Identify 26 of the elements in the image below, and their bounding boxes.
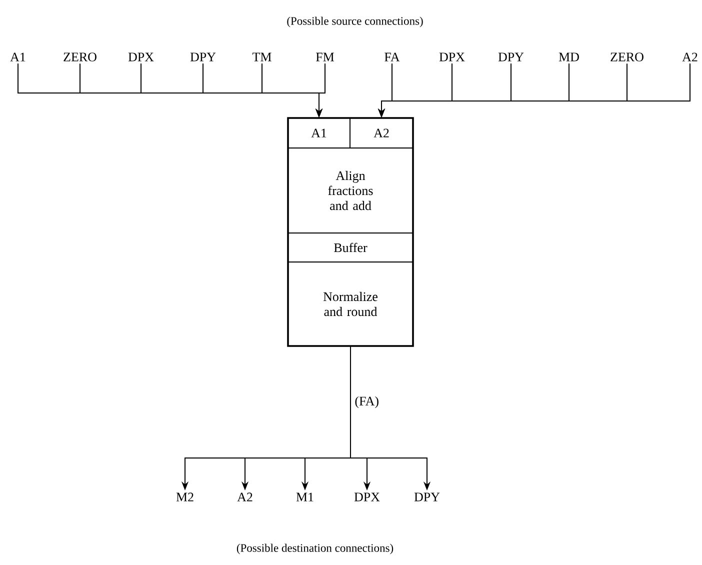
- source-label: MD: [558, 52, 579, 62]
- destination-label: M1: [296, 492, 314, 502]
- source-label: DPY: [190, 52, 216, 62]
- source-label: ZERO: [610, 52, 644, 62]
- process-block: Normalize and round: [288, 262, 414, 346]
- destination-label: DPY: [414, 492, 440, 502]
- caption: (Possible source connections): [287, 16, 423, 28]
- process-block: A2: [350, 118, 414, 148]
- process-block: Align fractions and add: [288, 148, 414, 234]
- process-block: A1: [288, 118, 350, 148]
- source-label: DPX: [128, 52, 154, 62]
- process-block: Buffer: [288, 232, 414, 262]
- source-label: A2: [682, 52, 698, 62]
- source-label: FM: [316, 52, 334, 62]
- source-label: ZERO: [64, 52, 96, 62]
- destination-label: DPX: [354, 492, 380, 502]
- source-label: DPX: [439, 52, 465, 62]
- caption: (Possible destination connections): [236, 544, 394, 554]
- source-label: FA: [384, 52, 400, 62]
- source-label: TM: [252, 52, 272, 62]
- destination-label: A2: [237, 492, 252, 502]
- edge-label: (FA): [354, 395, 380, 410]
- source-label: A1: [10, 52, 26, 62]
- destination-label: M2: [176, 492, 194, 502]
- adder-unit-box: [287, 117, 414, 347]
- source-label: DPY: [498, 52, 524, 62]
